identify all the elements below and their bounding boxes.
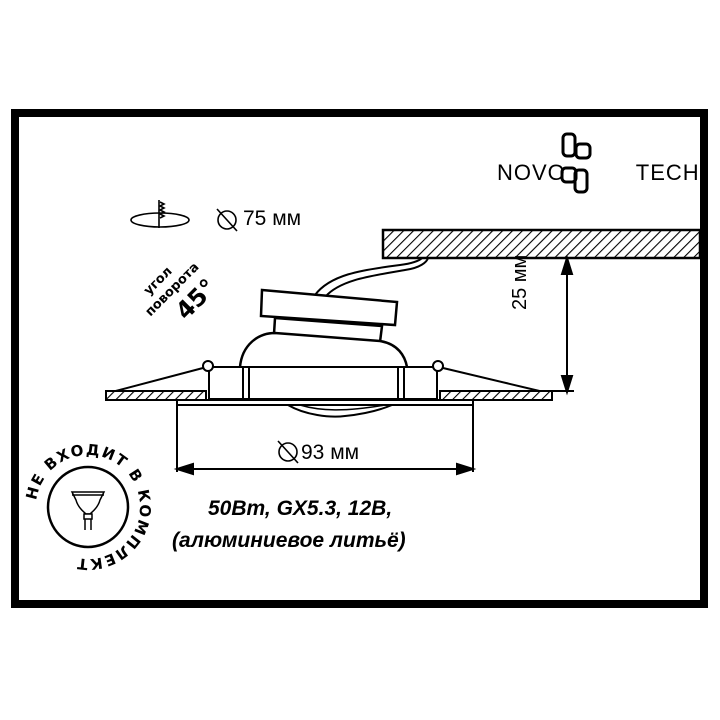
- diameter-symbol-icon-75: [216, 208, 238, 232]
- fixture-ring: [208, 366, 438, 400]
- logo-right-text: TECH: [635, 160, 700, 185]
- ceiling-slab: [381, 228, 702, 260]
- height-dimension-arrow: [545, 254, 574, 396]
- diameter-dimension-arrow: [173, 405, 477, 476]
- logo-mark-icon: [560, 132, 592, 194]
- mr16-bulb-icon: [70, 491, 106, 530]
- cutout-diameter-label: 75 мм: [243, 207, 302, 230]
- cable: [314, 257, 423, 296]
- lamp-dome: [238, 331, 409, 368]
- height-dimension-label: 25 мм: [509, 254, 531, 310]
- ceiling-cutout-saw-icon: [130, 200, 190, 228]
- brand-logo: NOVO TECH: [497, 162, 700, 184]
- bulb-not-included-badge: [46, 465, 130, 549]
- diameter-symbol-icon-93: [277, 440, 299, 464]
- spec-line-1: 50Вт, GX5.3, 12В,: [208, 497, 393, 520]
- logo-left-text: NOVO: [497, 160, 566, 185]
- bottom-flange: [176, 399, 474, 406]
- spring-clips: [107, 360, 549, 394]
- spec-line-2: (алюминиевое литьё): [172, 529, 406, 552]
- diameter-dimension-label: 93 мм: [301, 441, 360, 464]
- rotation-angle-label: угол поворота 45°: [141, 260, 222, 325]
